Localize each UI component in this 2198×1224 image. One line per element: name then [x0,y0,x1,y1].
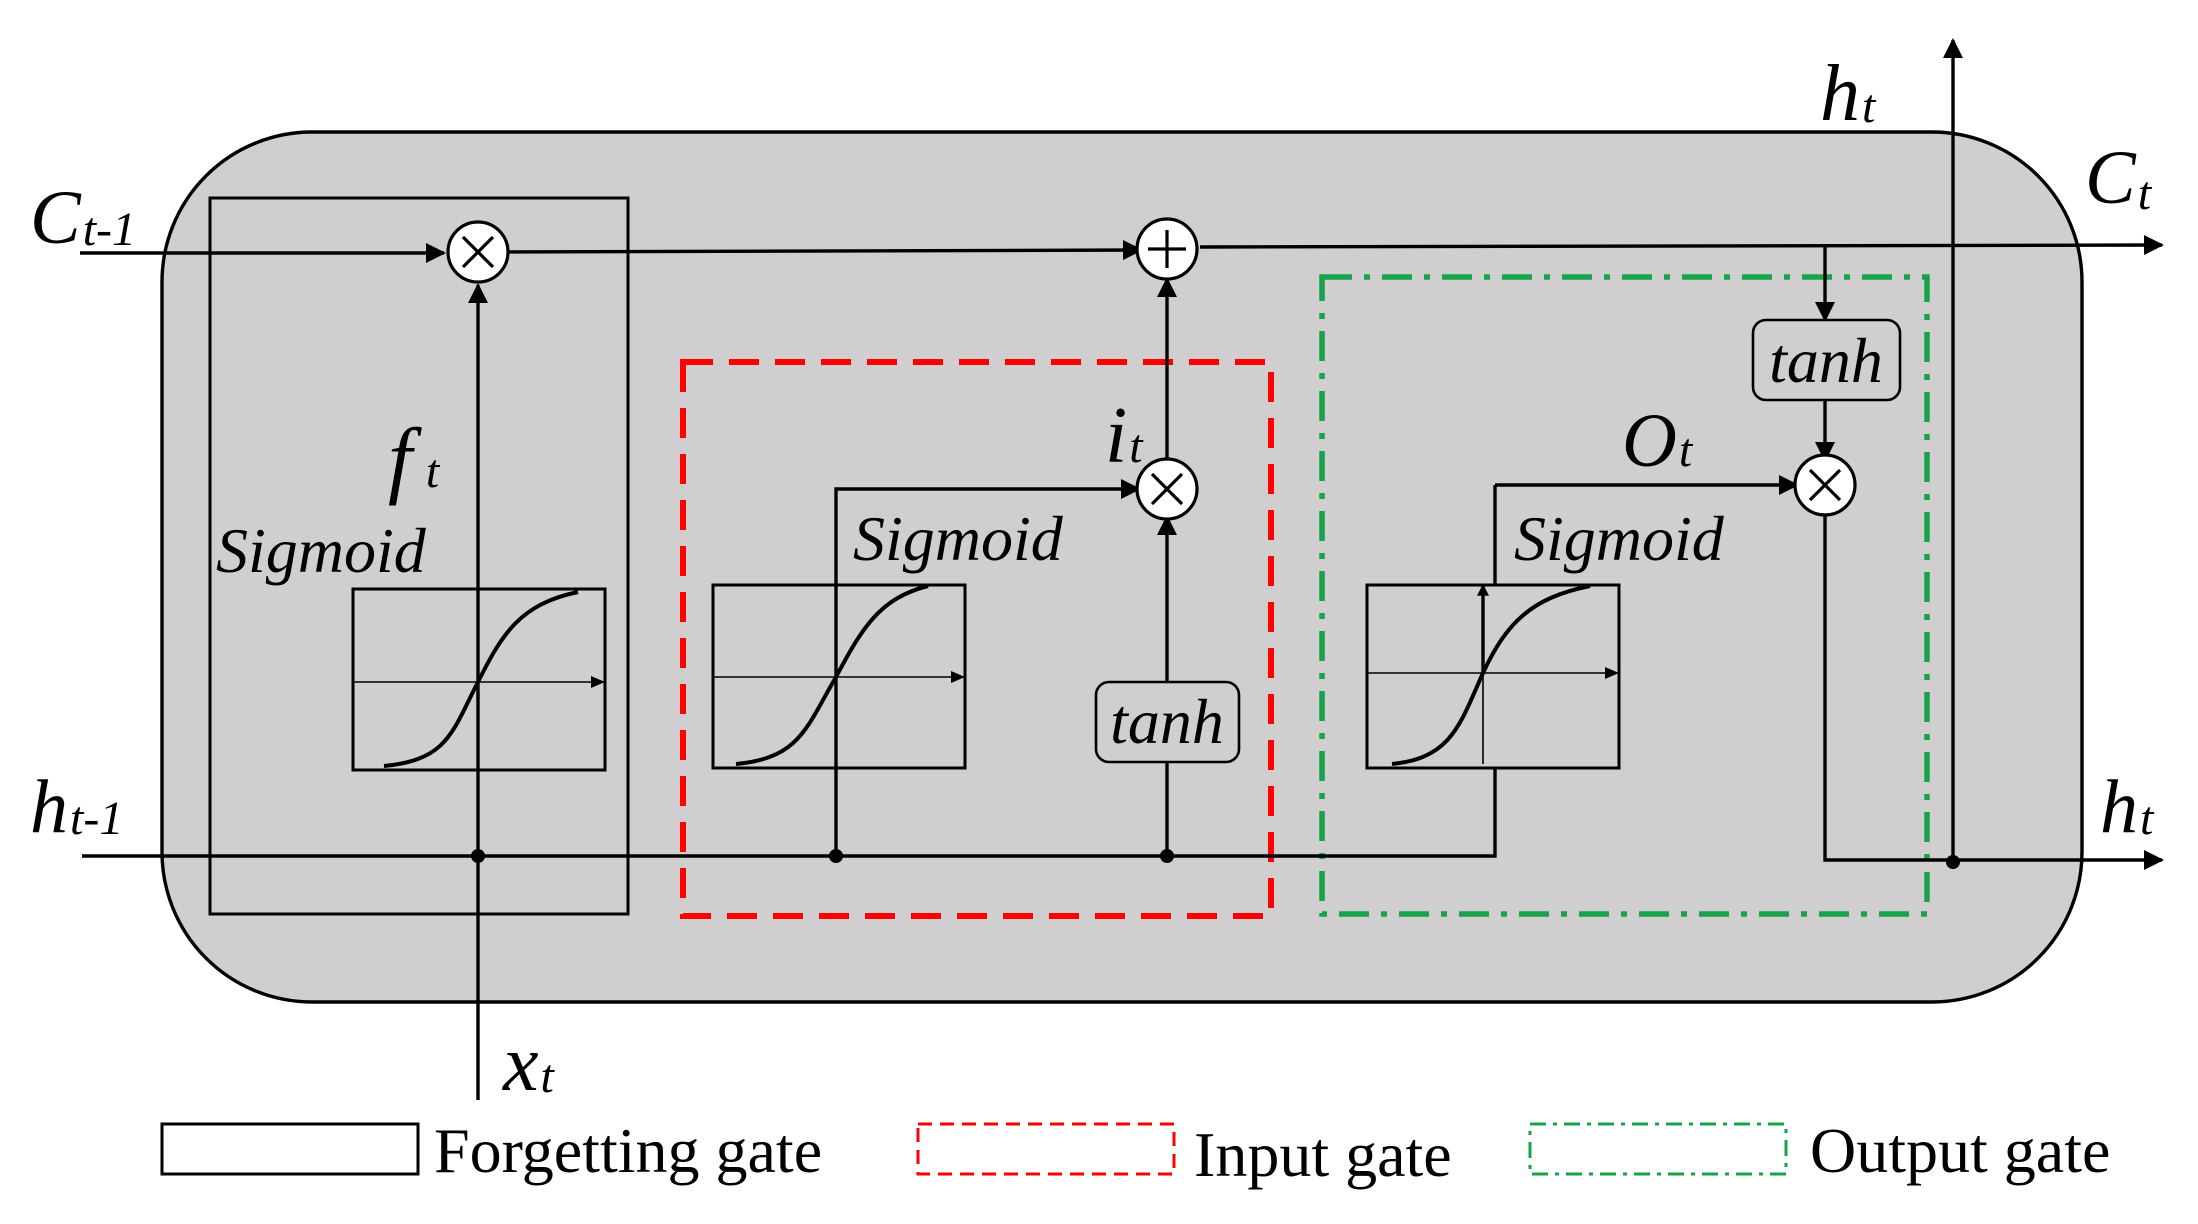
label-h-out: ht [2100,765,2155,849]
label-h-prev: ht-1 [30,765,123,849]
arrow-head [591,676,605,688]
multiply-op-output [1793,453,1857,517]
cell-state-mid-line [501,240,1143,261]
label-c-t: Ct [2085,136,2153,220]
add-op [1135,217,1199,281]
output-gate-frame [1319,274,1930,917]
legend-input-label: Input gate [1194,1119,1452,1190]
sigmoid-label-input: Sigmoid [853,503,1064,574]
forget-gate-frame [208,196,630,916]
arrow-head [951,671,965,683]
multiply-op-forget [446,220,510,284]
legend-output-label: Output gate [1810,1115,2110,1186]
tanh-label-input: tanh [1110,686,1224,757]
label-c-prev: Ct-1 [30,176,136,260]
label-x: xt [502,1020,556,1108]
sigmoid-label-output: Sigmoid [1514,503,1725,574]
cell-state-out-line [1199,235,2164,256]
lstm-cell [160,130,2084,1004]
hidden-output-line [1823,510,2164,870]
legend: Forgetting gate Input gate Output gate [160,1115,2110,1190]
arrow-head [1605,667,1619,679]
sigmoid-box-output [1365,583,1621,770]
multiply-op-input [1135,457,1199,521]
legend-forget-label: Forgetting gate [434,1115,822,1186]
tanh-label-output: tanh [1769,325,1883,396]
sigmoid-label-forget: Sigmoid [216,515,427,586]
label-o: Ot [1622,399,1694,483]
legend-input-swatch [916,1122,1176,1176]
label-h-top: ht [1820,50,1877,138]
input-gate-frame [680,359,1274,919]
legend-output-swatch [1528,1122,1788,1176]
legend-forget-swatch [160,1122,420,1176]
label-i: it [1105,392,1144,480]
